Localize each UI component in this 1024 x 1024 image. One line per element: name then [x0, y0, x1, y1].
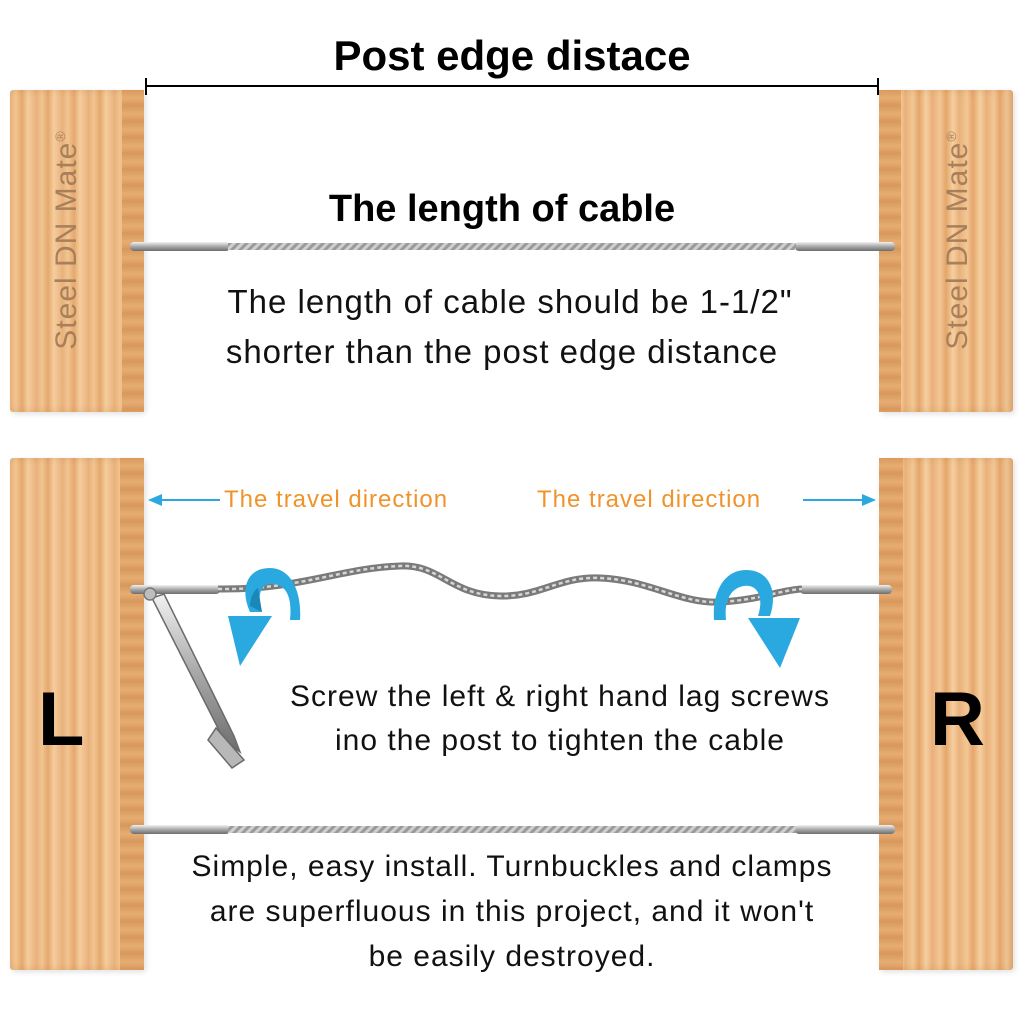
- cable-length-note-line2: shorter than the post edge distance: [225, 333, 779, 370]
- cable-length-note-line1: The length of cable should be 1-1/2": [227, 283, 793, 320]
- lag-screw-icon: [143, 587, 246, 769]
- curved-arrow-right-icon: [713, 570, 800, 668]
- right-post: [879, 458, 1013, 970]
- small-arrow-left-icon: [148, 494, 220, 506]
- bottom-note-line1: Simple, easy install. Turnbuckles and cl…: [191, 850, 833, 883]
- bottom-note-line3: be easily destroyed.: [368, 940, 656, 973]
- post-edge-distance-title: Post edge distace: [333, 32, 691, 79]
- dimension-line: [145, 78, 879, 95]
- top-cable: [130, 242, 895, 251]
- cable-length-subtitle: The length of cable: [328, 188, 676, 230]
- top-left-post: [10, 90, 144, 412]
- middle-cable: [130, 562, 892, 606]
- instruction-line2: ino the post to tighten the cable: [335, 724, 785, 757]
- bottom-note-line2: are superfluous in this project, and it …: [209, 895, 815, 928]
- left-post: [10, 458, 144, 970]
- right-post-label: R: [930, 677, 985, 762]
- instruction-line1: Screw the left & right hand lag screws: [290, 680, 830, 713]
- top-right-post: [879, 90, 1013, 412]
- travel-direction-right-label: The travel direction: [537, 486, 762, 513]
- curved-arrow-left-icon: [228, 568, 301, 666]
- travel-direction-left-label: The travel direction: [224, 486, 449, 513]
- left-post-label: L: [38, 677, 85, 762]
- small-arrow-right-icon: [803, 494, 876, 506]
- bottom-cable: [130, 825, 895, 834]
